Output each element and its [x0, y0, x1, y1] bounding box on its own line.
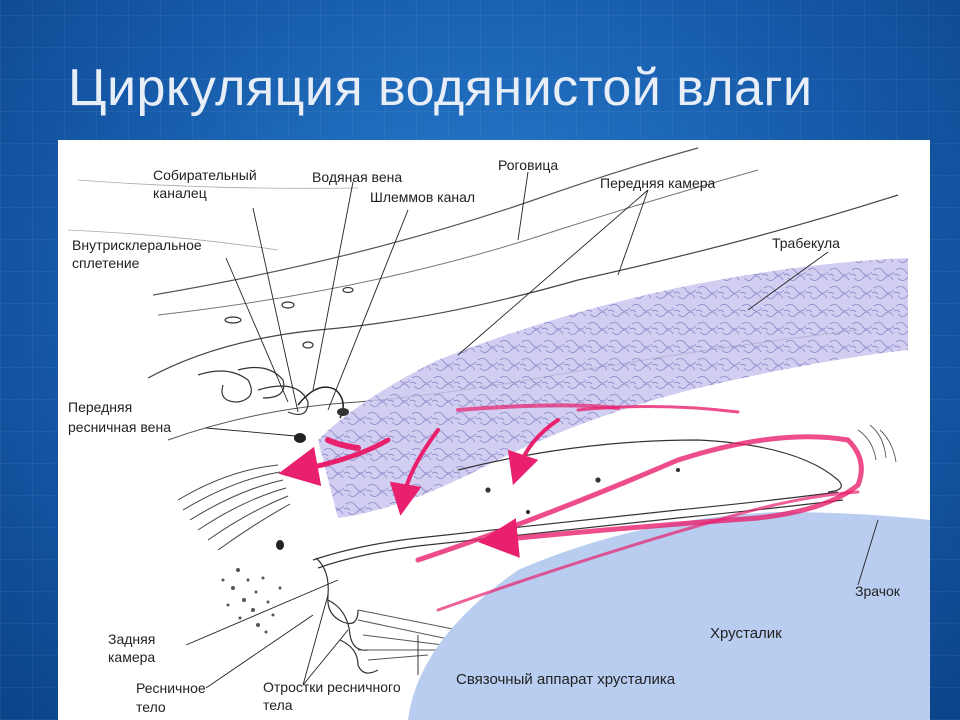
- label-posterior-chamber-1: Задняя: [108, 631, 155, 647]
- label-ciliary-processes-1: Отростки ресничного: [263, 679, 401, 695]
- label-anterior-chamber: Передняя камера: [600, 175, 715, 191]
- eye-diagram: Собирательный каналец Водяная вена Шлемм…: [58, 140, 930, 720]
- iris-trabecula: [318, 258, 908, 518]
- label-anterior-ciliary-vein-2: ресничная вена: [68, 419, 171, 435]
- zonular-fibers: [357, 609, 459, 661]
- ciliary-body-stipple: [221, 540, 284, 634]
- label-aqueous-vein: Водяная вена: [312, 169, 402, 185]
- ciliary-muscle: [177, 464, 291, 551]
- intrascleral-plexus: [197, 286, 354, 415]
- label-collecting-canal-2: каналец: [153, 185, 207, 201]
- label-lens: Хрусталик: [710, 625, 782, 642]
- aqueous-flow: [278, 403, 864, 612]
- label-collecting-canal-1: Собирательный: [153, 167, 257, 183]
- label-ciliary-processes-2: тела: [263, 697, 293, 713]
- label-ciliary-body-2: тело: [136, 699, 166, 715]
- ciliary-processes: [315, 557, 379, 674]
- label-intrascleral-plexus-2: сплетение: [72, 255, 140, 271]
- label-pupil: Зрачок: [855, 583, 901, 599]
- pupil-edge: [857, 424, 897, 463]
- label-cornea: Роговица: [498, 157, 558, 173]
- label-posterior-chamber-2: камера: [108, 649, 155, 665]
- eye-diagram-svg: Собирательный каналец Водяная вена Шлемм…: [67, 147, 930, 720]
- label-schlemm-canal: Шлеммов канал: [370, 189, 475, 205]
- slide-title: Циркуляция водянистой влаги: [68, 59, 813, 117]
- lens: [408, 512, 930, 720]
- label-zonular-apparatus: Связочный аппарат хрусталика: [456, 671, 676, 688]
- label-anterior-ciliary-vein-1: Передняя: [68, 399, 132, 415]
- label-trabecula: Трабекула: [772, 235, 840, 251]
- leader-lines: [185, 171, 879, 689]
- label-intrascleral-plexus-1: Внутрисклеральное: [72, 237, 202, 253]
- label-ciliary-body-1: Ресничное: [136, 680, 206, 696]
- iris-lower: [312, 439, 844, 569]
